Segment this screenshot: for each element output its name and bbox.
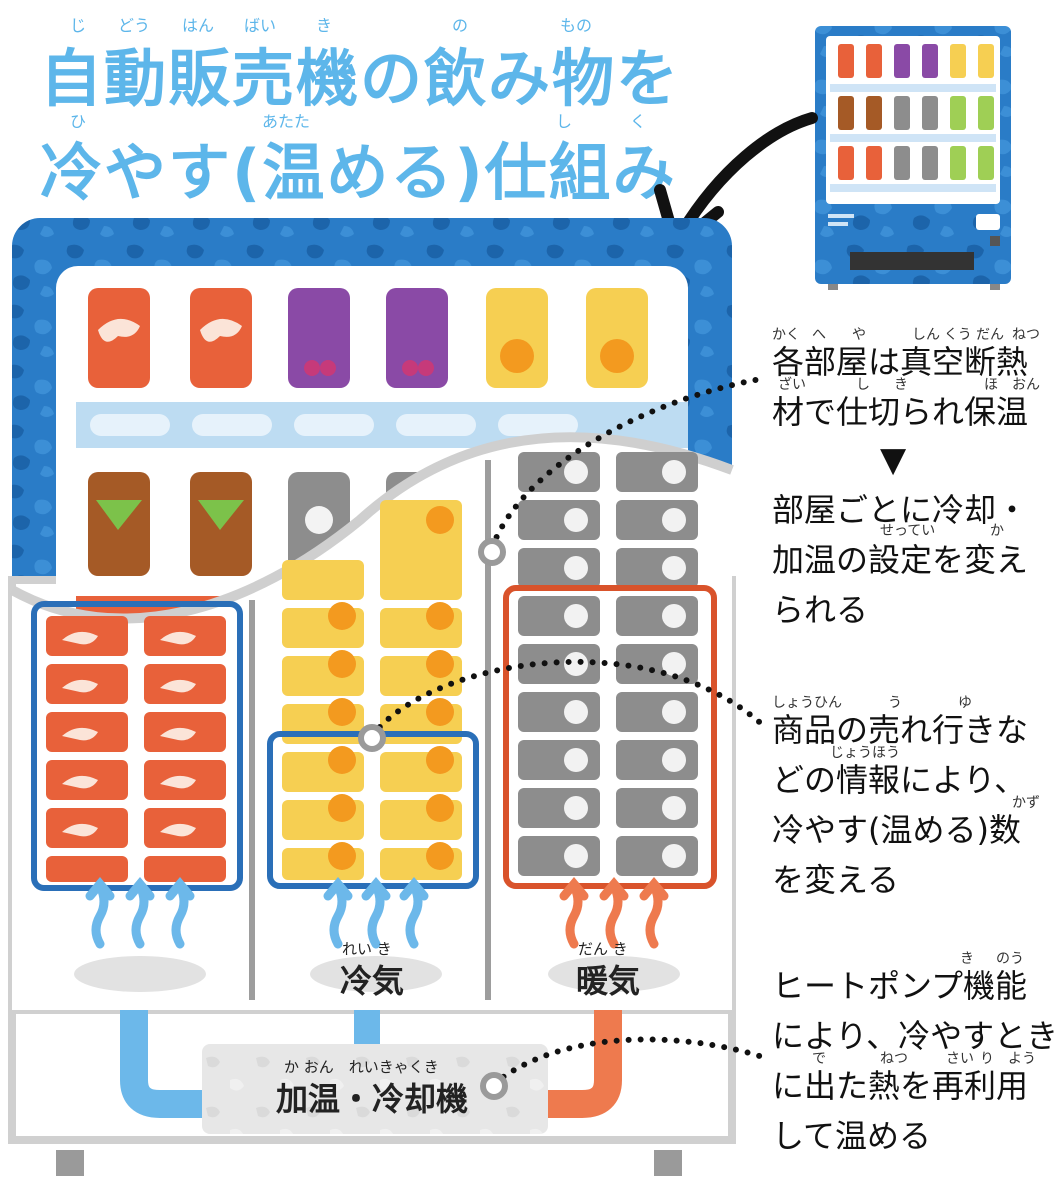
note-sales-ruby-3: かず	[1012, 795, 1040, 811]
warm-air-arrows	[559, 876, 669, 949]
note-insulation-ruby-2: ざい し き ほ おん	[778, 377, 1040, 393]
title-line-2: 冷やす(温める)仕組み	[40, 136, 677, 209]
note-insulation-line-1: 各部屋は真空断熱	[772, 343, 1029, 381]
note-heatpump-ruby-2: で ねつ さい り よう	[812, 1051, 1036, 1067]
cold-compartment-left	[31, 601, 243, 891]
note-sales: 商品の売れ行きな どの情報により、 冷やす(温める)数 を変える	[772, 711, 1029, 899]
note-settings-ruby: せってい か	[880, 523, 1004, 539]
unit-label: 加温・冷却機	[276, 1080, 469, 1118]
note-insulation: 各部屋は真空断熱 材で仕切られ保温	[772, 340, 1028, 434]
cold-air-ruby: れい き	[342, 940, 392, 958]
note-heatpump: ヒートポンプ機能 により、冷やすとき に出た熱を再利用 して温める	[772, 967, 1059, 1155]
small-vending-machine-icon	[815, 26, 1011, 290]
warm-pipe	[546, 1010, 622, 1118]
title-line-1: 自動販売機の飲み物を	[40, 42, 681, 115]
warm-compartment-right	[503, 452, 717, 889]
unit-ruby: か おん れいきゃくき	[284, 1058, 439, 1076]
warm-air-label: 暖気	[576, 962, 641, 1000]
fan-icon-right	[548, 956, 680, 992]
down-triangle-icon: ▼	[880, 440, 907, 480]
note-settings: 部屋ごとに冷却・ 加温の設定を変え られる	[772, 491, 1029, 629]
note-insulation-ruby-1: かく へ や しん くう だん ねつ	[772, 327, 1040, 343]
cold-air-arrows-left	[85, 876, 195, 949]
cold-compartment-middle	[267, 500, 479, 889]
note-heatpump-ruby-1: き のう	[960, 951, 1024, 967]
heating-cooling-unit	[202, 1044, 548, 1134]
fan-icon-left	[74, 956, 206, 992]
top-row-cans	[88, 288, 648, 388]
fan-icon-middle	[310, 956, 442, 992]
leader-lines	[369, 375, 769, 1087]
note-sales-ruby-1: しょうひん う ゆ	[772, 695, 972, 711]
cold-pipe-middle	[354, 1010, 380, 1046]
note-insulation-line-2: 材で仕切られ保温	[772, 393, 1029, 431]
cold-air-label: 冷気	[340, 962, 405, 1000]
warm-air-ruby: だん き	[578, 940, 628, 958]
cold-air-arrows-middle	[323, 876, 429, 949]
cold-pipe-left	[120, 1010, 206, 1118]
leader-points	[358, 538, 508, 1100]
note-sales-ruby-2: じょうほう	[830, 745, 900, 761]
